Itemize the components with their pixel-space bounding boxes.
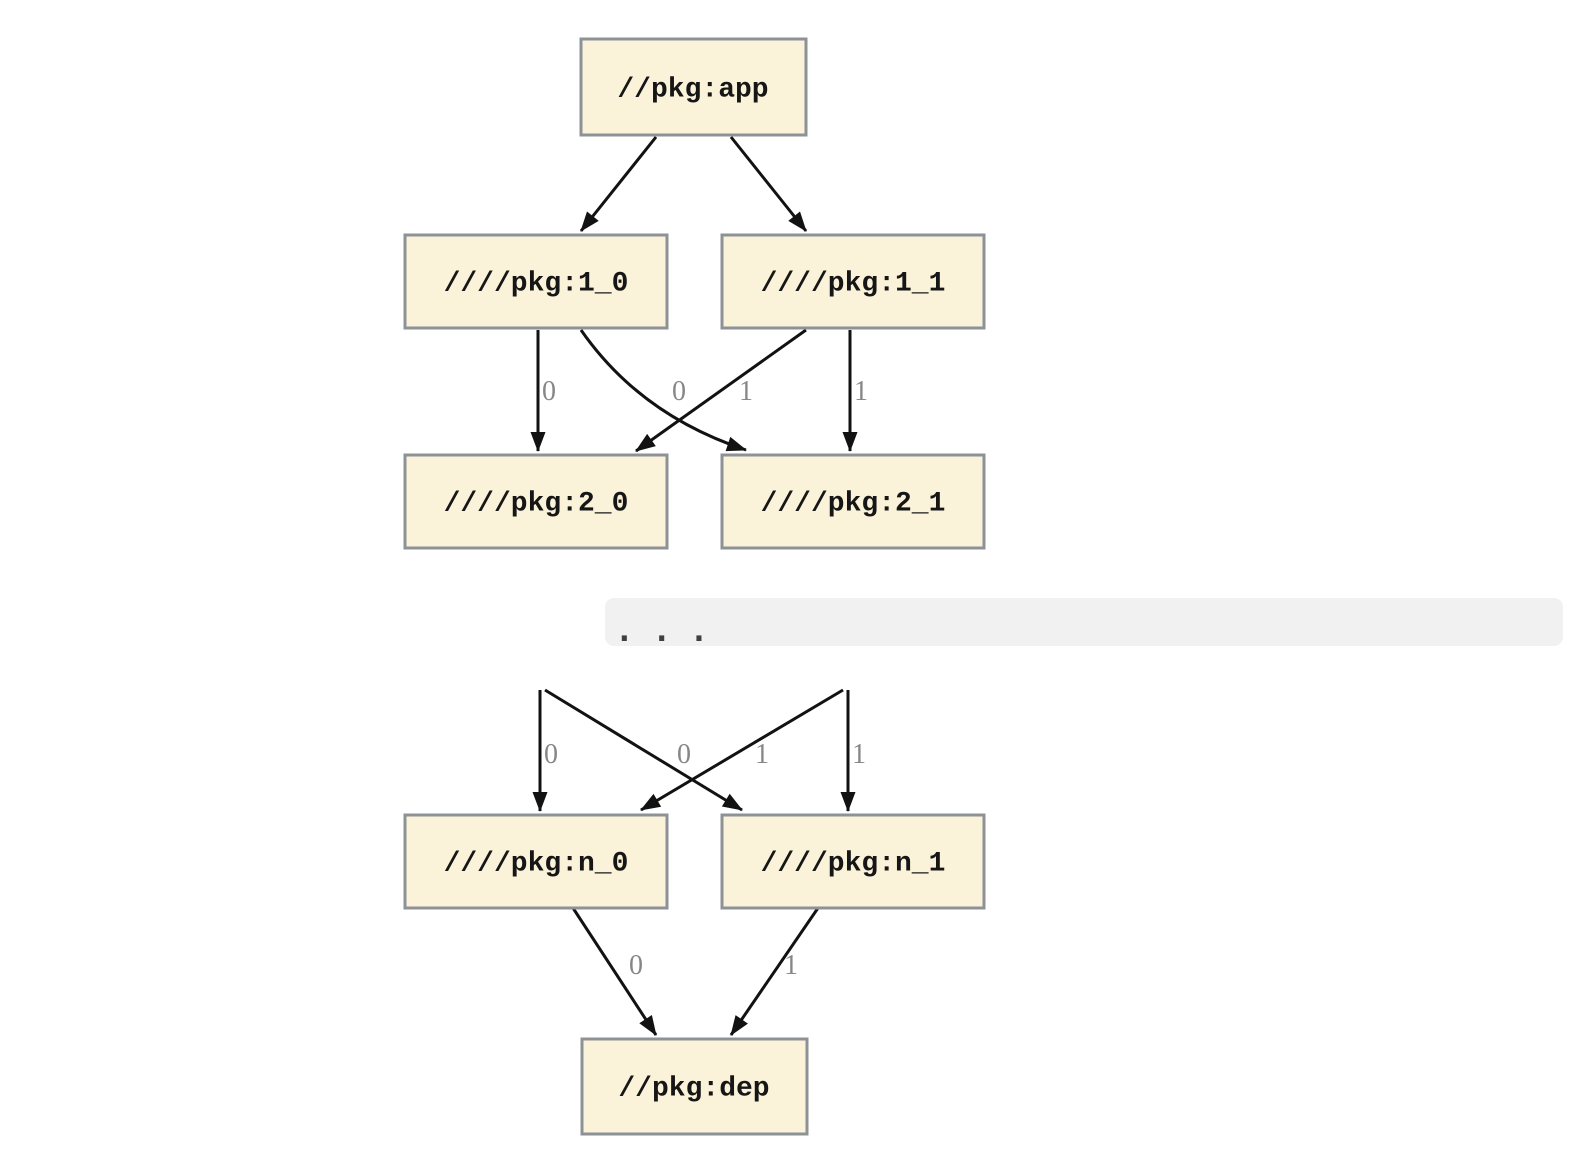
edge-ellipsis-to-n_0-cross (640, 688, 844, 812)
edges (530, 136, 858, 1036)
node-2_0-label: ////pkg:2_0 (444, 488, 629, 519)
ellipsis-dots: . . . (615, 613, 708, 649)
node-1_1: ////pkg:1_1 (720, 233, 986, 330)
edge-labels: 0 0 1 1 0 0 1 1 0 1 (542, 376, 868, 981)
edge-label: 0 (542, 376, 556, 407)
node-1_0-label: ////pkg:1_0 (444, 268, 629, 299)
node-dep-box (580, 1037, 809, 1136)
node-app: //pkg:app (579, 37, 808, 137)
ellipsis-bar-background (605, 598, 1563, 646)
edge-n_1-to-dep (729, 907, 820, 1036)
node-1_0: ////pkg:1_0 (403, 233, 669, 330)
edge-1_0-to-2_1 (579, 329, 747, 452)
node-app-box (579, 37, 808, 137)
node-app-label: //pkg:app (617, 74, 768, 105)
node-n_1: ////pkg:n_1 (720, 813, 986, 910)
node-n_0: ////pkg:n_0 (403, 813, 669, 910)
node-2_1: ////pkg:2_1 (720, 453, 986, 550)
node-n_1-box (720, 813, 986, 910)
edge-1_1-to-2_0 (635, 328, 807, 453)
node-n_0-box (403, 813, 669, 910)
node-dep-label: //pkg:dep (618, 1073, 769, 1104)
edge-label: 1 (854, 376, 868, 407)
edge-label: 1 (739, 376, 753, 407)
node-1_0-box (403, 233, 669, 330)
node-n_0-label: ////pkg:n_0 (444, 848, 629, 879)
node-1_1-box (720, 233, 986, 330)
node-2_0-box (403, 453, 669, 550)
node-2_1-label: ////pkg:2_1 (761, 488, 946, 519)
edge-app-to-1_1 (729, 136, 808, 232)
edge-label: 0 (677, 739, 691, 770)
edge-label: 1 (784, 950, 798, 981)
edge-app-to-1_0 (579, 136, 658, 232)
node-dep: //pkg:dep (580, 1037, 809, 1136)
node-2_1-box (720, 453, 986, 550)
edge-ellipsis-to-n_1-cross (544, 688, 743, 812)
edge-label: 1 (852, 739, 866, 770)
edge-n_0-to-dep (571, 907, 658, 1036)
node-2_0: ////pkg:2_0 (403, 453, 669, 550)
edge-label: 0 (629, 950, 643, 981)
edge-label: 1 (755, 739, 769, 770)
node-n_1-label: ////pkg:n_1 (761, 848, 946, 879)
edge-label: 0 (672, 376, 686, 407)
edge-label: 0 (544, 739, 558, 770)
node-1_1-label: ////pkg:1_1 (761, 268, 946, 299)
ellipsis-bar: . . . (605, 598, 1563, 649)
